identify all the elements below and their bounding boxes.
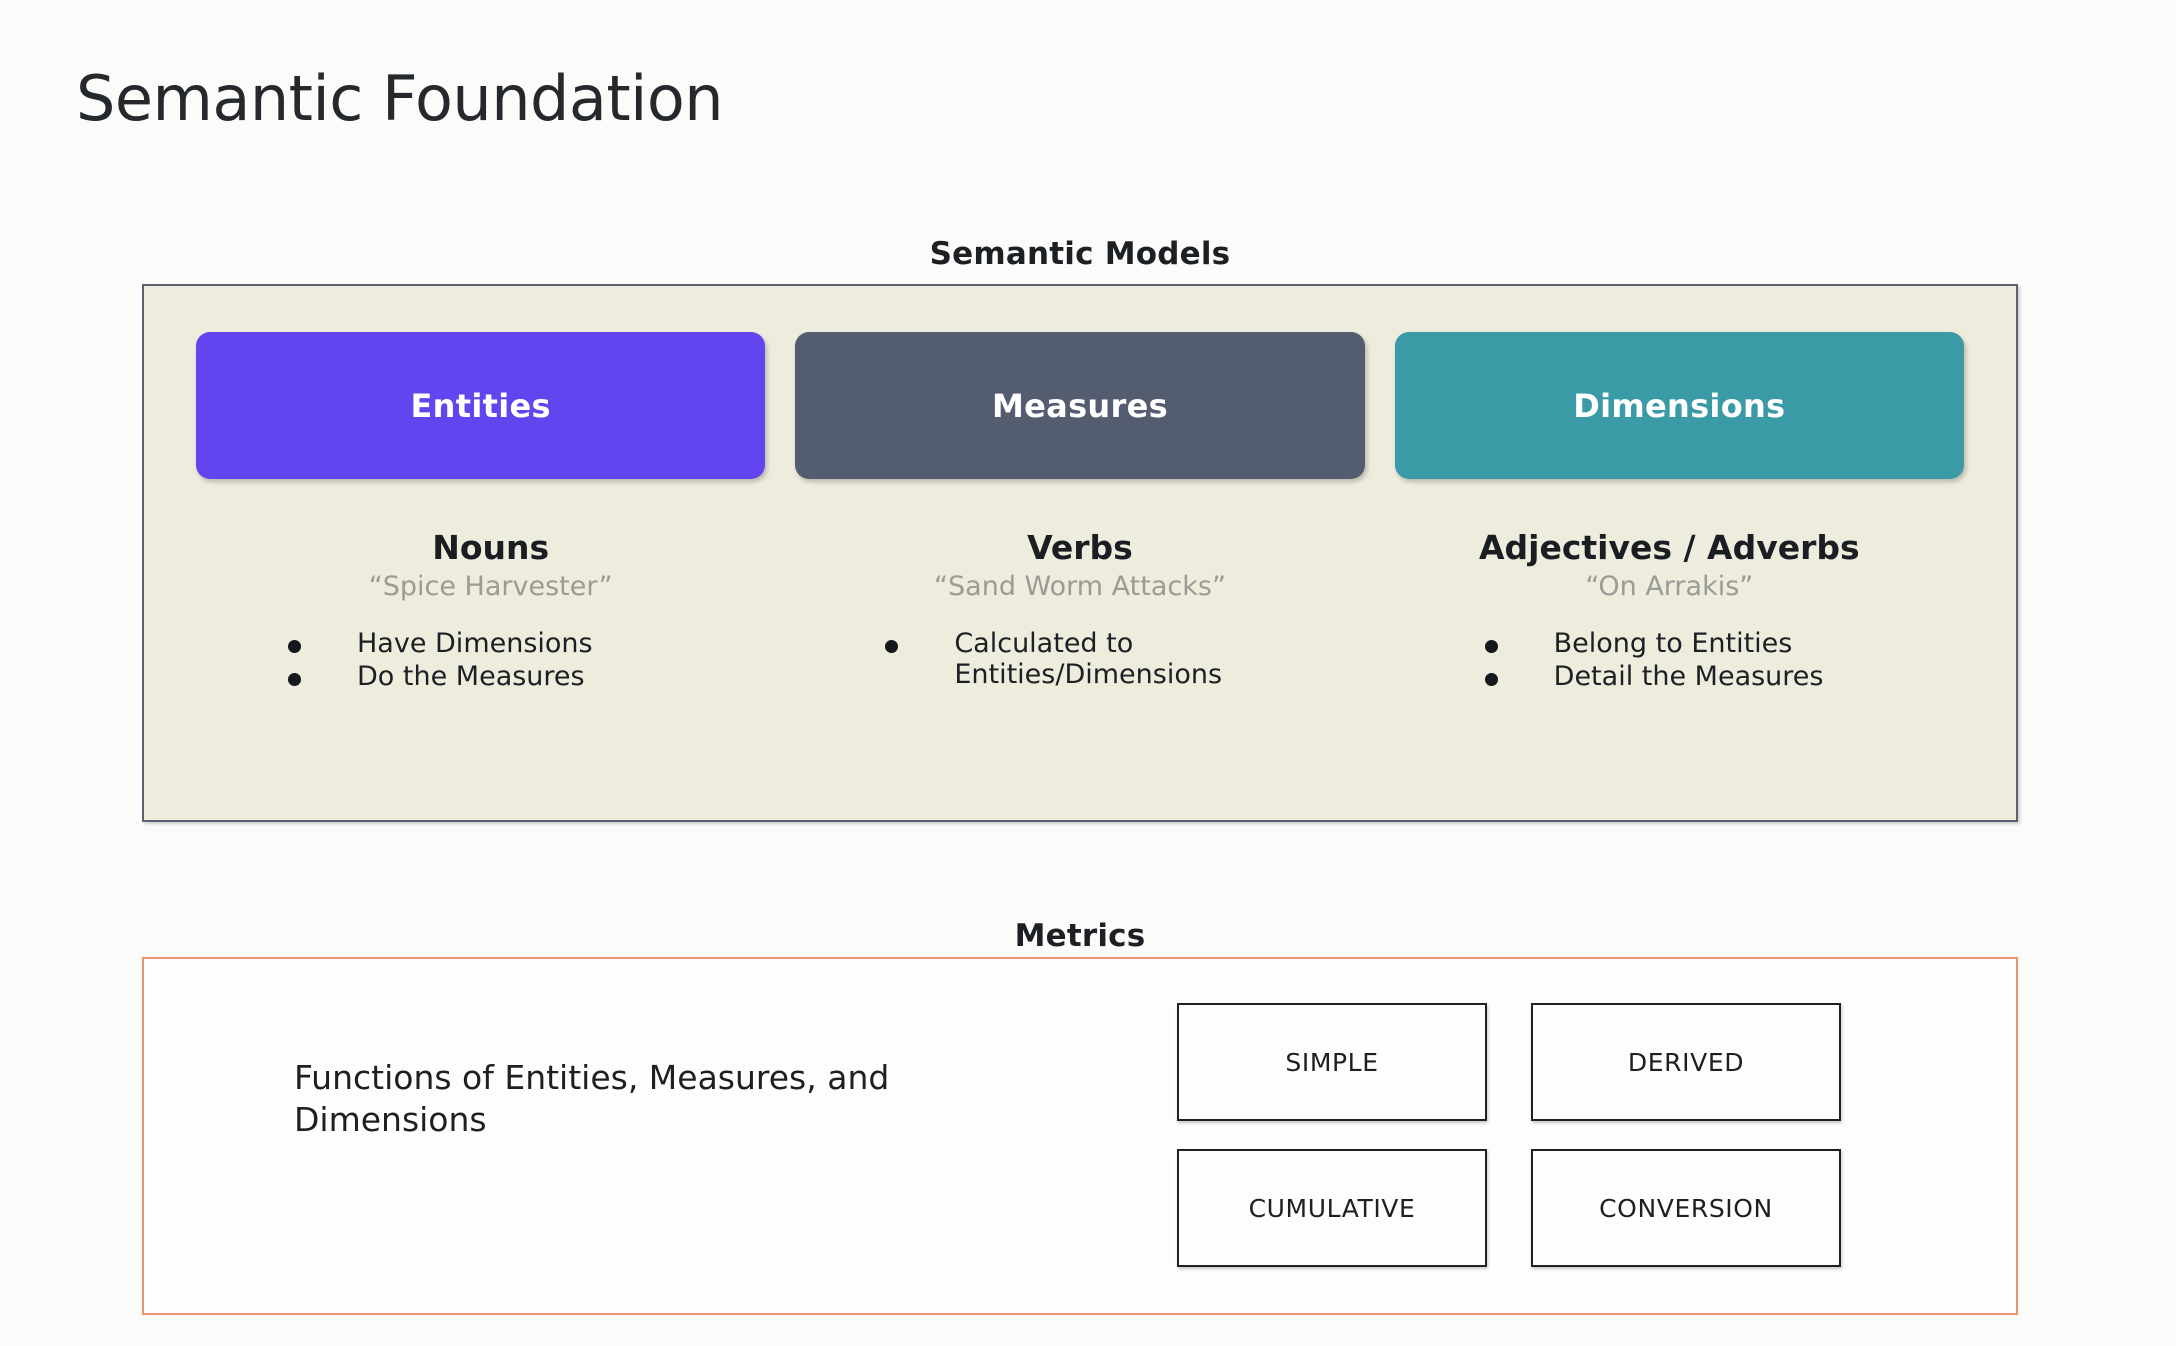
semantic-column-dimensions: Dimensions Adjectives / Adverbs “On Arra… [1375, 332, 1964, 820]
bullet-dot-icon [1484, 640, 1498, 654]
dimensions-part-of-speech: Adjectives / Adverbs [1478, 528, 1860, 567]
page-title: Semantic Foundation [76, 62, 724, 135]
entities-part-of-speech: Nouns [432, 528, 550, 567]
bullet-dot-icon [1484, 672, 1498, 686]
entities-example: “Spice Harvester” [368, 570, 613, 602]
semantic-models-panel: Entities Nouns “Spice Harvester” Have Di… [142, 284, 2018, 822]
list-item: Belong to Entities [1484, 628, 1964, 660]
metric-type-simple[interactable]: SIMPLE [1177, 1003, 1487, 1121]
list-item: Do the Measures [288, 660, 785, 692]
measures-bullet-list: Calculated to Entities/Dimensions [785, 629, 1374, 691]
measures-chip[interactable]: Measures [795, 332, 1365, 479]
metrics-panel: Functions of Entities, Measures, and Dim… [142, 957, 2018, 1315]
semantic-column-measures: Measures Verbs “Sand Worm Attacks” Calcu… [785, 332, 1374, 820]
dimensions-bullet-0: Belong to Entities [1553, 628, 1793, 660]
measures-bullet-0: Calculated to Entities/Dimensions [954, 628, 1223, 690]
semantic-models-heading: Semantic Models [929, 236, 1231, 272]
entities-bullet-list: Have Dimensions Do the Measures [196, 629, 785, 693]
measures-example: “Sand Worm Attacks” [934, 570, 1226, 602]
entities-bullet-1: Do the Measures [357, 660, 585, 692]
dimensions-bullet-1: Detail the Measures [1553, 660, 1824, 692]
list-item: Have Dimensions [288, 629, 785, 659]
metrics-type-grid: SIMPLE DERIVED CUMULATIVE CONVERSION [1177, 1003, 1841, 1267]
metric-type-conversion[interactable]: CONVERSION [1531, 1149, 1841, 1267]
semantic-models-columns: Entities Nouns “Spice Harvester” Have Di… [144, 286, 2016, 820]
bullet-dot-icon [288, 640, 301, 654]
metrics-heading: Metrics [1014, 918, 1146, 954]
list-item: Detail the Measures [1484, 660, 1964, 692]
list-item: Calculated to Entities/Dimensions [885, 629, 1374, 689]
bullet-dot-icon [288, 672, 301, 686]
metric-type-derived[interactable]: DERIVED [1531, 1003, 1841, 1121]
entities-bullet-0: Have Dimensions [357, 628, 593, 660]
metrics-description: Functions of Entities, Measures, and Dim… [294, 1058, 890, 1140]
bullet-dot-icon [885, 640, 899, 654]
metric-type-cumulative[interactable]: CUMULATIVE [1177, 1149, 1487, 1267]
entities-chip[interactable]: Entities [196, 332, 766, 479]
semantic-column-entities: Entities Nouns “Spice Harvester” Have Di… [196, 332, 785, 820]
dimensions-bullet-list: Belong to Entities Detail the Measures [1375, 629, 1964, 693]
dimensions-example: “On Arrakis” [1585, 570, 1754, 602]
measures-part-of-speech: Verbs [1027, 528, 1133, 567]
dimensions-chip[interactable]: Dimensions [1394, 332, 1964, 479]
